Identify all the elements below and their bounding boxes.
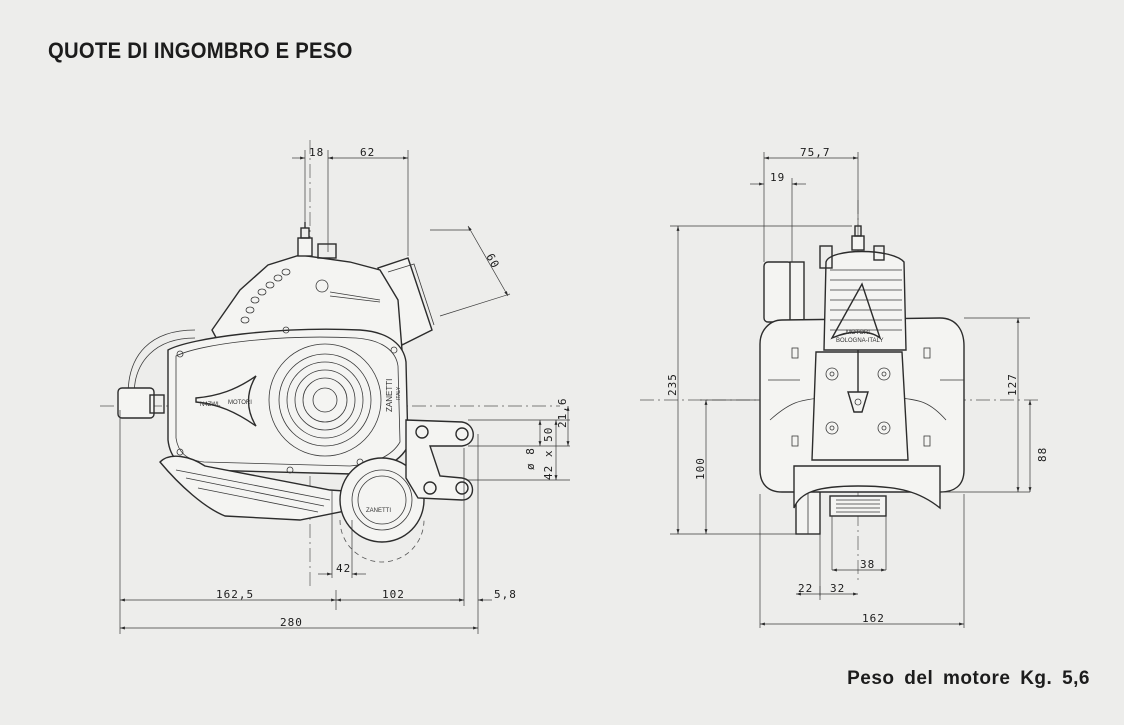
- dim-127: 127: [1006, 373, 1019, 396]
- dim-88: 88: [1036, 447, 1049, 462]
- svg-text:ZANETTI: ZANETTI: [366, 508, 391, 514]
- front-view: MOTORI BOLOGNA-ITALY: [640, 146, 1049, 628]
- dim-42x50: 42 x 50: [542, 427, 555, 480]
- dim-21-6: 21,6: [556, 398, 569, 429]
- dim-38: 38: [860, 558, 875, 571]
- svg-text:MOTORI: MOTORI: [846, 330, 870, 336]
- brand-sub-label: ITALY: [396, 386, 402, 400]
- brand-label: ZANETTI: [385, 379, 394, 412]
- dim-100: 100: [694, 457, 707, 480]
- dim-32: 32: [830, 582, 845, 595]
- dim-22: 22: [798, 582, 813, 595]
- dim-235: 235: [666, 373, 679, 396]
- dim-phi-8: ø 8: [524, 447, 537, 470]
- engine-weight: Peso del motore Kg. 5,6: [847, 668, 1090, 689]
- dim-280: 280: [280, 616, 303, 629]
- page-title: QUOTE DI INGOMBRO E PESO: [48, 38, 353, 63]
- svg-text:MOTORI: MOTORI: [228, 400, 252, 406]
- dim-5-8: 5,8: [494, 588, 517, 601]
- dim-62: 62: [360, 146, 375, 159]
- dim-102: 102: [382, 588, 405, 601]
- dim-42: 42: [336, 562, 351, 575]
- svg-text:N4ZWL: N4ZWL: [200, 402, 221, 408]
- dim-162: 162: [862, 612, 885, 625]
- dim-60: 60: [483, 251, 502, 271]
- svg-text:BOLOGNA-ITALY: BOLOGNA-ITALY: [836, 338, 883, 344]
- dim-18: 18: [309, 146, 324, 159]
- dim-75-7: 75,7: [800, 146, 831, 159]
- dim-19: 19: [770, 171, 785, 184]
- dim-162-5: 162,5: [216, 588, 254, 601]
- side-view: N4ZWL MOTORI ZANETTI ITALY ZANETTI: [100, 140, 570, 634]
